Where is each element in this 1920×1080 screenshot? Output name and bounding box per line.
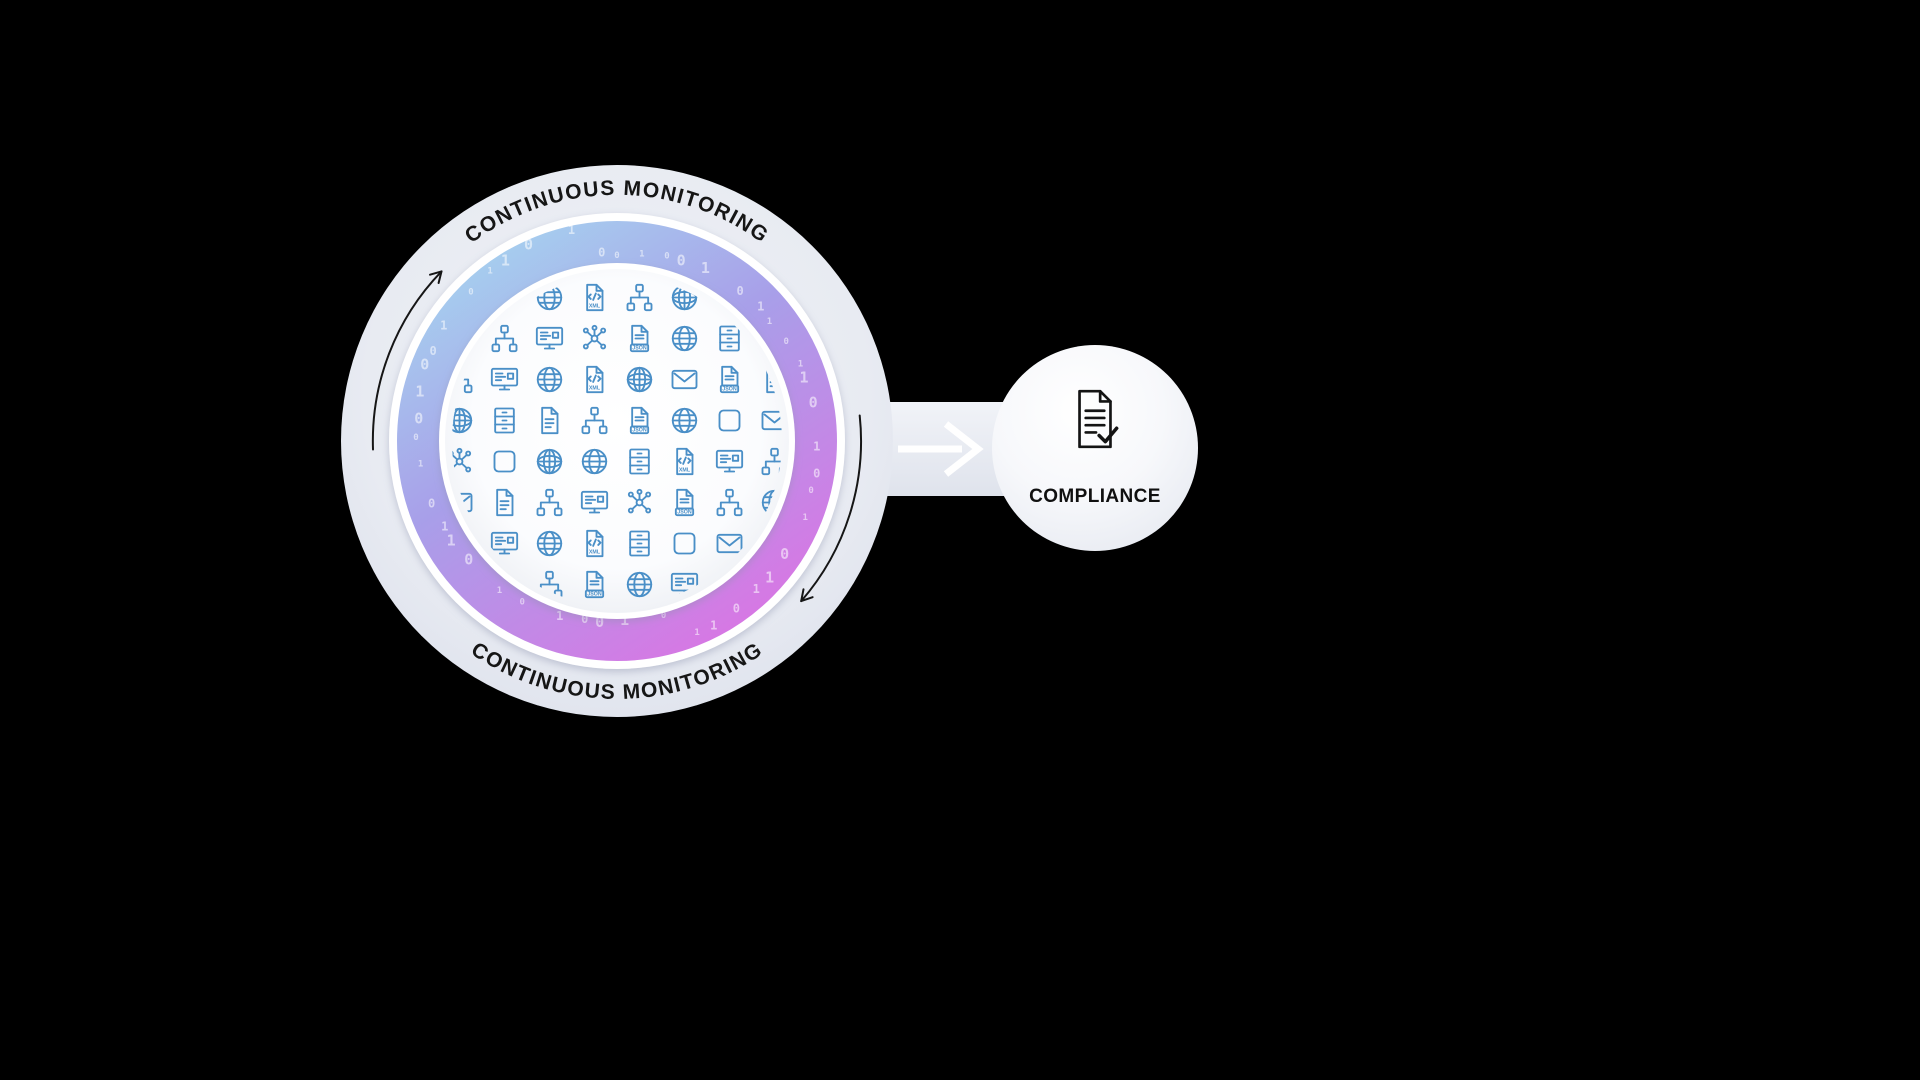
binary-ring: 0101010101010101010101010101010101010101… <box>413 223 820 638</box>
binary-digit: 0 <box>524 235 533 253</box>
binary-digit: 0 <box>420 356 429 374</box>
binary-digit: 1 <box>415 383 424 401</box>
cycle-arrow-bottom-right-icon <box>800 414 863 603</box>
compliance-node: COMPLIANCE <box>992 345 1198 551</box>
binary-digit: 0 <box>464 551 473 569</box>
binary-digit: 1 <box>639 250 644 260</box>
binary-digit: 0 <box>677 251 686 269</box>
binary-digit: 0 <box>598 246 605 260</box>
binary-digit: 1 <box>441 519 448 533</box>
compliance-label: COMPLIANCE <box>1029 486 1161 507</box>
binary-digit: 0 <box>808 486 813 496</box>
binary-digit: 0 <box>614 251 619 261</box>
binary-digit: 1 <box>556 609 563 623</box>
icon-globe-grid <box>536 448 563 475</box>
binary-digit: 0 <box>813 466 820 480</box>
binary-digit: 1 <box>440 319 447 333</box>
binary-digit: 0 <box>661 611 666 621</box>
binary-digit: 1 <box>710 619 717 633</box>
icon-globe-grid <box>626 366 653 393</box>
gradient-ring <box>397 221 837 661</box>
binary-digit: 1 <box>501 252 510 270</box>
binary-digit: 0 <box>780 545 789 563</box>
binary-digit: 0 <box>733 602 740 616</box>
binary-digit: 1 <box>694 628 699 638</box>
binary-digit: 0 <box>428 497 435 511</box>
binary-digit: 1 <box>447 531 456 549</box>
binary-digit: 0 <box>519 598 524 608</box>
binary-digit: 1 <box>701 259 710 277</box>
binary-digit: 1 <box>799 368 808 386</box>
binary-digit: 1 <box>813 439 820 453</box>
binary-digit: 1 <box>487 267 492 277</box>
binary-digit: 0 <box>414 410 423 428</box>
binary-digit: 1 <box>765 568 774 586</box>
inner-icon-disc <box>445 269 789 613</box>
binary-digit: 1 <box>497 586 502 596</box>
cycle-arrow-top-left-icon <box>371 270 443 451</box>
binary-digit: 1 <box>802 513 807 523</box>
binary-digit: 0 <box>809 393 818 411</box>
binary-digit: 1 <box>620 611 629 629</box>
binary-digit: 0 <box>783 337 788 347</box>
binary-digit: 0 <box>468 287 473 297</box>
binary-digit: 1 <box>798 359 803 369</box>
binary-digit: 0 <box>429 344 436 358</box>
binary-digit: 0 <box>736 284 743 298</box>
binary-digit: 1 <box>568 223 575 237</box>
flow-arrow-icon <box>898 421 984 477</box>
binary-digit: 1 <box>418 459 423 469</box>
binary-digit: 0 <box>595 613 604 631</box>
binary-digit: 0 <box>413 433 418 443</box>
binary-digit: 1 <box>757 300 764 314</box>
monitoring-cycle: 0101010101010101010101010101010101010101… <box>341 165 893 717</box>
binary-digit: 1 <box>753 582 760 596</box>
binary-digit: 1 <box>767 317 772 327</box>
binary-digit: 0 <box>664 252 669 262</box>
binary-digit: 0 <box>581 612 588 626</box>
